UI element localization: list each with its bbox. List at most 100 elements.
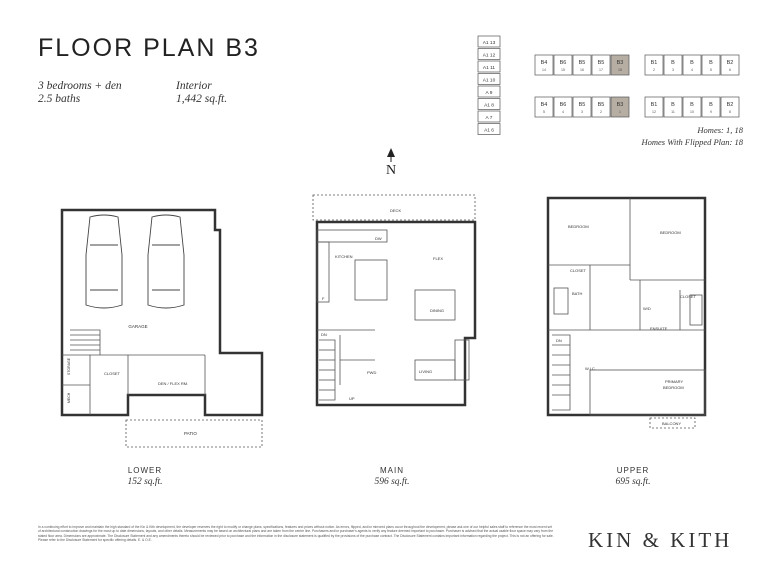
key-unit — [572, 54, 592, 76]
key-unit — [572, 96, 592, 118]
closet-hall-label: CLOSET — [570, 268, 587, 273]
ensuite-label: ENSUITE — [650, 326, 668, 331]
den-label: DEN / FLEX RM. — [158, 381, 188, 386]
stack-unit-label: A1 8 — [484, 103, 494, 109]
key-unit — [663, 54, 683, 76]
key-unit — [610, 96, 630, 118]
lower-floor-area: 152 sq.ft. — [127, 477, 163, 487]
key-unit-label: B3 — [617, 102, 624, 108]
key-unit-number: 3 — [581, 110, 583, 114]
stack-unit — [477, 48, 501, 60]
stack-unit-label: A1 11 — [483, 65, 496, 71]
stack-unit — [477, 85, 501, 98]
key-unit-label: B2 — [727, 102, 734, 108]
primary-label: PRIMARY — [665, 379, 683, 384]
key-unit-label: B2 — [727, 60, 734, 66]
mech-label: MECH — [67, 392, 71, 403]
bedrooms-text: 3 bedrooms + den — [38, 80, 122, 92]
key-unit-number: 1 — [619, 110, 621, 114]
lower-floor-label: LOWER — [127, 466, 163, 475]
key-unit-number: 18 — [618, 68, 622, 72]
key-unit — [663, 96, 683, 118]
key-unit — [591, 54, 611, 76]
stack-unit — [477, 35, 501, 48]
key-unit — [720, 96, 740, 118]
lower-floor-plan: GARAGE CLOSET DEN / FLEX RM. PATIO STORA… — [60, 208, 264, 448]
kitchen-label: KITCHEN — [335, 254, 353, 259]
key-unit-number: 9 — [710, 110, 712, 114]
homes-text: Homes: 1, 18 — [697, 125, 743, 135]
key-unit-label: B — [671, 102, 675, 108]
key-unit-label: B — [709, 60, 713, 66]
stack-unit — [477, 60, 501, 73]
key-unit-label: B — [671, 60, 675, 66]
north-arrow-icon — [387, 148, 395, 162]
main-floor-plan: KITCHEN FLEX DINING LIVING PWD DECK DW F… — [312, 194, 477, 407]
disclaimer-text: In a continuing effort to improve and ma… — [38, 525, 554, 542]
key-unit — [553, 54, 573, 76]
north-label: N — [385, 163, 397, 178]
balcony-label: BALCONY — [662, 421, 681, 426]
key-unit-number: 5 — [543, 110, 545, 114]
main-dn-label: DN — [321, 332, 327, 337]
key-unit — [701, 96, 721, 118]
unit-rows: B414B615B516B517B318B12B3B4B5B26B45B64B5… — [534, 54, 740, 118]
key-unit — [534, 96, 554, 118]
key-unit-label: B5 — [579, 60, 586, 66]
stack-unit-label: A1 6 — [484, 128, 494, 134]
key-unit — [553, 96, 573, 118]
stack-unit-label: A1 13 — [483, 40, 496, 46]
key-unit-number: 4 — [691, 68, 693, 72]
patio-label: PATIO — [184, 431, 197, 436]
key-unit-number: 3 — [672, 68, 674, 72]
key-unit-number: 15 — [561, 68, 565, 72]
stack-unit — [477, 123, 501, 135]
stack-unit-label: A1 10 — [483, 78, 496, 84]
key-unit-number: 17 — [599, 68, 603, 72]
dishwasher-label: DW — [375, 236, 382, 241]
deck-label-text: DECK — [390, 208, 401, 213]
bedroom-2-label: BEDROOM — [660, 230, 681, 235]
stack-unit — [477, 110, 501, 123]
laundry-label: W/D — [643, 306, 651, 311]
key-unit — [644, 54, 664, 76]
brand-logo: KIN & KITH — [588, 528, 733, 552]
bath-label: BATH — [572, 291, 582, 296]
page-title: FLOOR PLAN B3 — [38, 34, 260, 62]
closet-upper-label: CLOSET — [680, 294, 697, 299]
upper-floor-plan: BEDROOM BEDROOM BATH W/D ENSUITE CLOSET … — [546, 196, 707, 429]
key-unit-label: B4 — [541, 102, 548, 108]
key-unit — [610, 54, 630, 76]
bedroom-1-label: BEDROOM — [568, 224, 589, 229]
flipped-plan-text: Homes With Flipped Plan: 18 — [641, 137, 743, 147]
key-unit-number: 2 — [653, 68, 655, 72]
key-unit — [534, 54, 554, 76]
stack-unit — [477, 73, 501, 85]
key-unit-label: B4 — [541, 60, 548, 66]
garage-label: GARAGE — [128, 324, 147, 329]
key-unit — [644, 96, 664, 118]
closet-lower-label: CLOSET — [104, 371, 121, 376]
key-unit-number: 16 — [580, 68, 584, 72]
key-unit-label: B5 — [598, 60, 605, 66]
upper-floor-area: 695 sq.ft. — [615, 477, 651, 487]
key-unit-label: B6 — [560, 60, 567, 66]
key-unit-label: B5 — [579, 102, 586, 108]
stack-unit-label: A 9 — [486, 90, 493, 96]
key-unit-label: B — [690, 60, 694, 66]
fridge-label: F — [322, 296, 325, 301]
key-unit-label: B5 — [598, 102, 605, 108]
upper-floor-label: UPPER — [616, 466, 650, 475]
key-unit-number: 14 — [542, 68, 546, 72]
key-unit-number: 5 — [710, 68, 712, 72]
key-unit-number: 10 — [690, 110, 694, 114]
main-floor-area: 596 sq.ft. — [374, 477, 410, 487]
key-unit-label: B3 — [617, 60, 624, 66]
key-unit-label: B1 — [651, 102, 658, 108]
interior-label: Interior — [176, 80, 212, 92]
flex-label: FLEX — [433, 256, 443, 261]
key-unit-number: 11 — [671, 110, 675, 114]
key-unit-label: B1 — [651, 60, 658, 66]
powder-label: PWD — [367, 370, 376, 375]
